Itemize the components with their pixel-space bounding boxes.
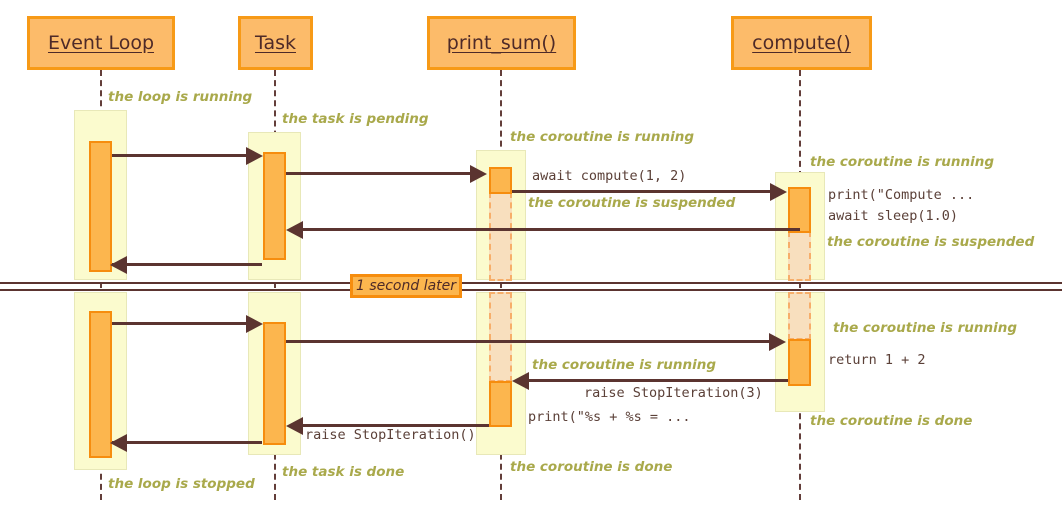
state-note-loop-stopped: the loop is stopped	[108, 476, 255, 492]
activation-task-top	[263, 152, 286, 260]
delay-label-box: 1 second later	[350, 274, 462, 298]
message-line-await-compute	[512, 190, 776, 193]
activation-print-sum-suspended-2	[489, 292, 512, 382]
state-note-print-sum-done: the coroutine is done	[510, 459, 673, 475]
message-line-task-to-compute	[286, 340, 771, 343]
state-note-compute-running-1: the coroutine is running	[810, 154, 995, 170]
message-arrow-loop-to-task-1	[246, 147, 263, 165]
message-arrow-task-to-print-sum	[470, 165, 487, 183]
message-arrow-compute-suspend	[286, 221, 303, 239]
participant-event-loop[interactable]: Event Loop	[27, 16, 175, 70]
lifeline-compute	[799, 70, 801, 500]
lifeline-event-loop	[100, 70, 102, 500]
code-annotation-print-result: print("%s + %s = ...	[528, 409, 691, 425]
message-arrow-stopiteration	[286, 417, 303, 435]
message-label-stopiteration: raise StopIteration()	[305, 427, 476, 443]
message-line-stopiteration-3	[526, 379, 788, 382]
participant-label-task: Task	[254, 32, 296, 54]
state-note-print-sum-running-1: the coroutine is running	[510, 129, 695, 145]
message-line-stopiteration	[300, 424, 489, 427]
message-arrow-loop-to-task-2	[246, 315, 263, 333]
participant-label-print-sum: print_sum()	[446, 32, 557, 54]
participant-compute[interactable]: compute()	[731, 16, 872, 70]
state-note-task-done: the task is done	[282, 464, 405, 480]
code-annotation-print-compute: print("Compute ...	[828, 187, 975, 203]
message-arrow-task-yield-loop	[110, 256, 127, 274]
code-annotation-return-sum: return 1 + 2	[828, 352, 926, 368]
code-annotation-await-sleep: await sleep(1.0)	[828, 208, 959, 224]
message-line-task-done-loop	[112, 441, 262, 444]
state-note-compute-done: the coroutine is done	[810, 413, 973, 429]
message-label-stopiteration-3: raise StopIteration(3)	[584, 385, 763, 401]
activation-compute-suspended-2	[788, 292, 811, 340]
participant-label-compute: compute()	[752, 32, 851, 54]
participant-label-event-loop: Event Loop	[47, 32, 155, 54]
state-note-loop-running-1: the loop is running	[108, 89, 253, 105]
message-arrow-stopiteration-3	[512, 372, 529, 390]
message-line-loop-to-task-2	[112, 322, 258, 325]
message-arrow-task-done-loop	[110, 434, 127, 452]
state-note-print-sum-suspended: the coroutine is suspended	[528, 195, 736, 211]
state-note-print-sum-running-2: the coroutine is running	[532, 357, 717, 373]
state-note-compute-running-2: the coroutine is running	[833, 320, 1018, 336]
delay-label-text: 1 second later	[355, 278, 457, 294]
message-arrow-task-to-compute	[769, 333, 786, 351]
activation-compute-bot	[788, 339, 811, 386]
message-line-task-to-print-sum	[286, 172, 472, 175]
participant-print-sum[interactable]: print_sum()	[427, 16, 576, 70]
activation-event-loop-bot	[89, 311, 112, 458]
activation-task-bot	[263, 322, 286, 445]
delay-divider-line-top	[0, 282, 1062, 284]
message-arrow-await-compute	[770, 183, 787, 201]
lifeline-task	[274, 70, 276, 500]
state-note-compute-suspended: the coroutine is suspended	[827, 234, 1035, 250]
activation-compute-suspended	[788, 231, 811, 281]
state-note-task-pending: the task is pending	[282, 111, 429, 127]
message-line-task-yield-loop	[112, 263, 262, 266]
activation-print-sum-bot	[489, 381, 512, 427]
activation-compute-top	[788, 187, 811, 233]
activation-print-sum-top	[489, 167, 512, 194]
activation-event-loop-top	[89, 141, 112, 272]
message-label-await-compute: await compute(1, 2)	[532, 168, 687, 184]
message-line-loop-to-task-1	[112, 154, 258, 157]
participant-task[interactable]: Task	[238, 16, 313, 70]
message-line-compute-suspend	[300, 228, 800, 231]
delay-divider-line-bottom	[0, 289, 1062, 291]
activation-print-sum-suspended	[489, 192, 512, 281]
lifeline-print-sum	[500, 70, 502, 500]
